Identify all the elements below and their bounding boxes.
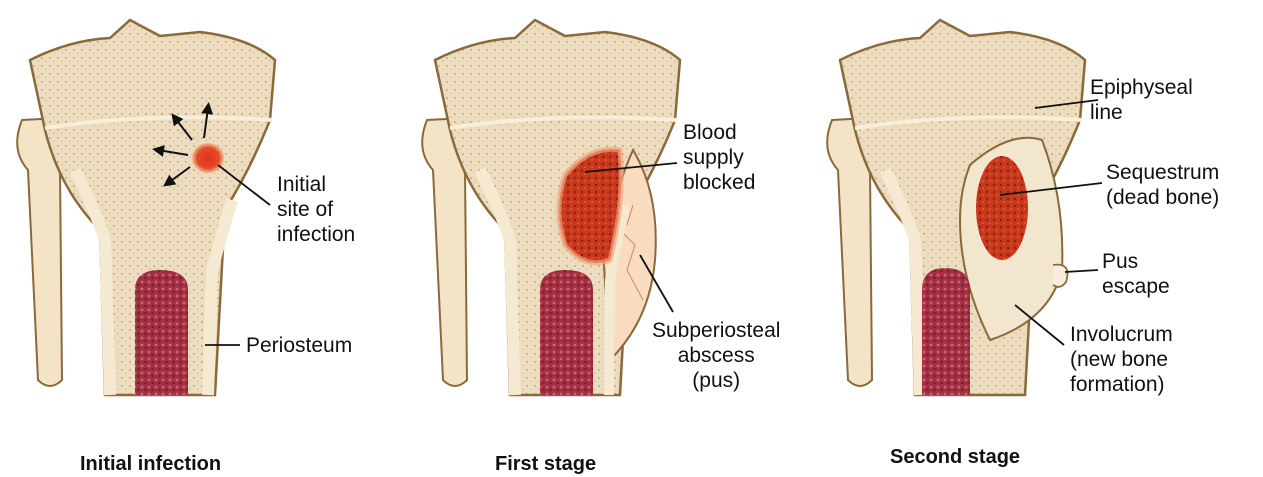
label-periosteum: Periosteum xyxy=(246,333,352,358)
leader-pus-escape xyxy=(1065,270,1098,272)
label-sequestrum: Sequestrum (dead bone) xyxy=(1106,160,1219,210)
label-involucrum: Involucrum (new bone formation) xyxy=(1070,322,1173,397)
stage-first: Blood supply blocked Subperiosteal absce… xyxy=(405,0,825,477)
caption-initial-infection: Initial infection xyxy=(80,453,221,476)
pus-escape-tract xyxy=(1053,265,1067,287)
label-pus-escape: Pus escape xyxy=(1102,249,1170,299)
infection-site xyxy=(192,143,224,173)
label-blood-supply: Blood supply blocked xyxy=(683,120,755,195)
bone-illustration-second xyxy=(810,0,1263,430)
marrow-cavity xyxy=(135,270,188,395)
label-epiphyseal-line: Epiphyseal line xyxy=(1090,75,1193,125)
stage-second: Epiphyseal line Sequestrum (dead bone) P… xyxy=(810,0,1263,477)
marrow-cavity xyxy=(540,270,593,395)
label-subperiosteal-abscess: Subperiosteal abscess (pus) xyxy=(652,318,780,393)
caption-second-stage: Second stage xyxy=(890,446,1020,469)
sequestrum xyxy=(976,156,1028,260)
marrow-cavity xyxy=(922,268,970,395)
caption-first-stage: First stage xyxy=(495,453,596,476)
stage-initial-infection: Initial site of infection Periosteum Ini… xyxy=(0,0,420,477)
label-initial-site: Initial site of infection xyxy=(277,172,355,247)
bone-illustration-initial xyxy=(0,0,420,430)
